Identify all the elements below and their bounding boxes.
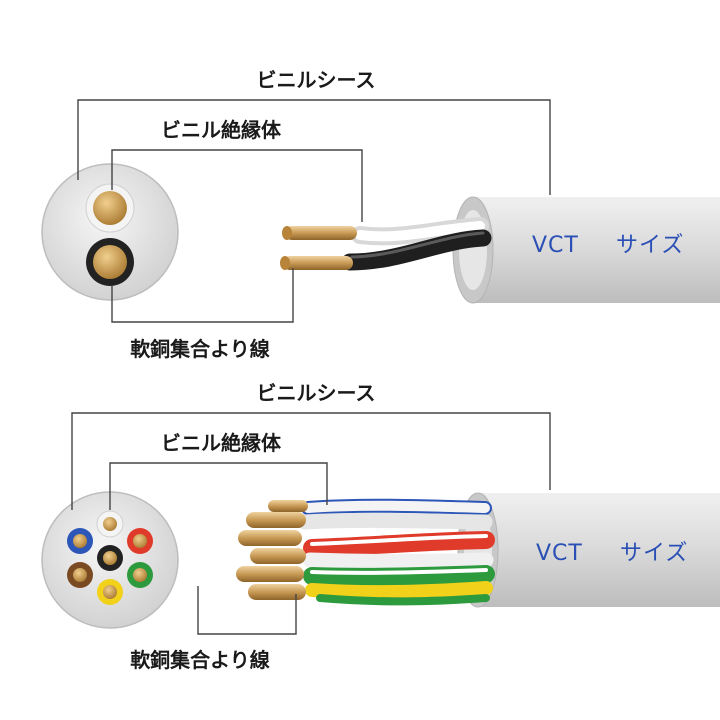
core-blue [67,528,93,554]
insulated-wires [341,217,492,271]
cable-print-vct: VCT [532,233,579,258]
core-white [96,510,124,538]
core-black [97,545,123,571]
copper-conductors [236,500,308,600]
conductor-label: 軟銅集合より線 [130,648,270,672]
diagram-2-core: ビニルシース ビニル絶縁体 軟銅集合より線 VCT サイズ [41,68,720,361]
cable-print-vct: VCT [536,541,583,566]
insulation-label: ビニル絶縁体 [161,118,282,142]
core-red [127,528,153,554]
sheath-label: ビニルシース [257,68,376,92]
core-yellow [97,579,123,605]
cross-section [41,163,179,301]
insulated-wires [297,498,495,606]
cable-print-size: サイズ [620,541,688,566]
core-brown [67,562,93,588]
cable-print-size: サイズ [616,233,684,258]
sheath-label: ビニルシース [257,381,376,405]
leader-lines [77,99,551,323]
copper-conductors [280,226,357,270]
leader-lines [71,412,551,635]
insulation-label: ビニル絶縁体 [161,431,282,455]
diagram-7-core: ビニルシース ビニル絶縁体 軟銅集合より線 VCT サイズ [41,381,720,672]
conductor-label: 軟銅集合より線 [130,337,270,361]
cross-section [41,491,179,629]
core-green [127,562,153,588]
